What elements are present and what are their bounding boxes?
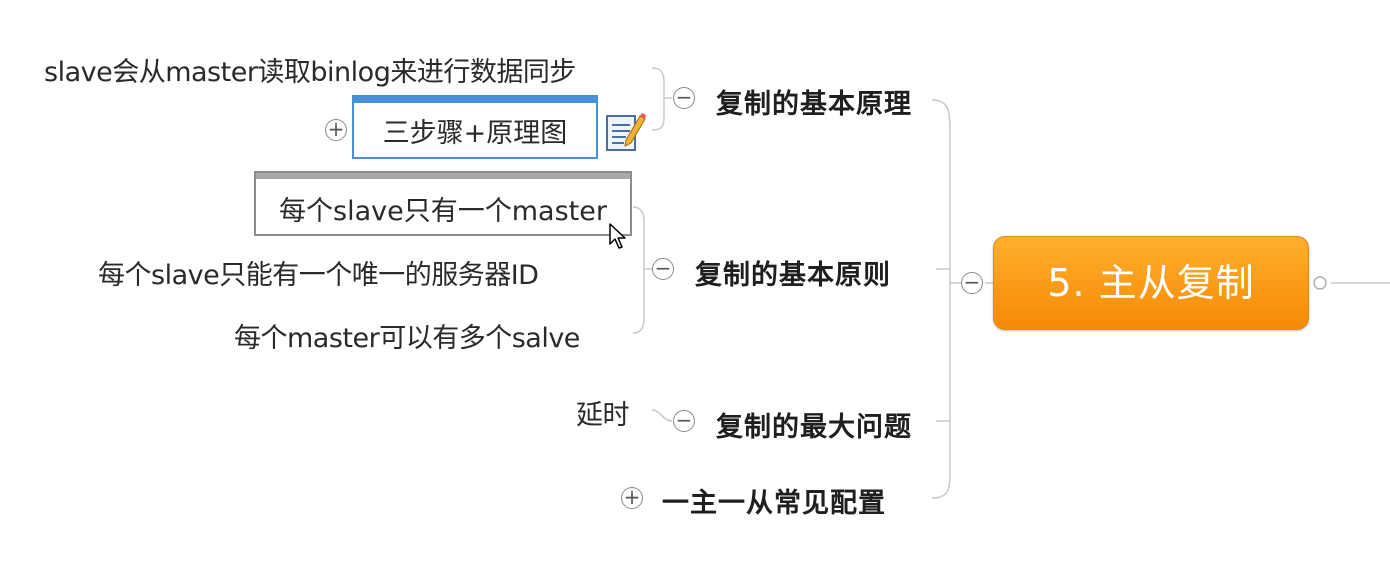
leaf-unique-server-id[interactable]: 每个slave只能有一个唯一的服务器ID xyxy=(98,260,539,291)
leaf-binlog-sync[interactable]: slave会从master读取binlog来进行数据同步 xyxy=(44,57,576,88)
collapse-toggle-central[interactable]: − xyxy=(961,272,983,294)
branch-replication-problem[interactable]: 复制的最大问题 xyxy=(716,412,912,443)
collapse-toggle-branch-1[interactable]: − xyxy=(673,87,695,109)
expand-toggle-branch-4[interactable]: + xyxy=(621,487,643,509)
collapse-toggle-branch-2[interactable]: − xyxy=(652,258,674,280)
branch-replication-principle[interactable]: 复制的基本原理 xyxy=(716,89,912,120)
selection-frame-bar xyxy=(354,97,596,103)
leaf-three-steps-selected[interactable]: 三步骤+原理图 xyxy=(352,95,598,159)
mouse-cursor-icon xyxy=(609,223,626,249)
hover-frame-bar xyxy=(256,173,630,179)
branch-one-master-one-slave-config[interactable]: 一主一从常见配置 xyxy=(662,488,886,519)
leaf-many-slaves[interactable]: 每个master可以有多个salve xyxy=(234,323,580,354)
central-topic[interactable]: 5. 主从复制 xyxy=(993,236,1309,330)
branch-replication-rules[interactable]: 复制的基本原则 xyxy=(695,260,891,291)
collapse-toggle-branch-3[interactable]: − xyxy=(673,410,695,432)
expand-toggle-three-steps[interactable]: + xyxy=(325,119,347,141)
leaf-latency[interactable]: 延时 xyxy=(576,400,630,431)
leaf-three-steps-label: 三步骤+原理图 xyxy=(382,118,568,149)
leaf-one-master-label: 每个slave只有一个master xyxy=(279,196,607,227)
notes-icon[interactable] xyxy=(604,110,646,154)
leaf-one-master-hovered[interactable]: 每个slave只有一个master xyxy=(254,171,632,236)
